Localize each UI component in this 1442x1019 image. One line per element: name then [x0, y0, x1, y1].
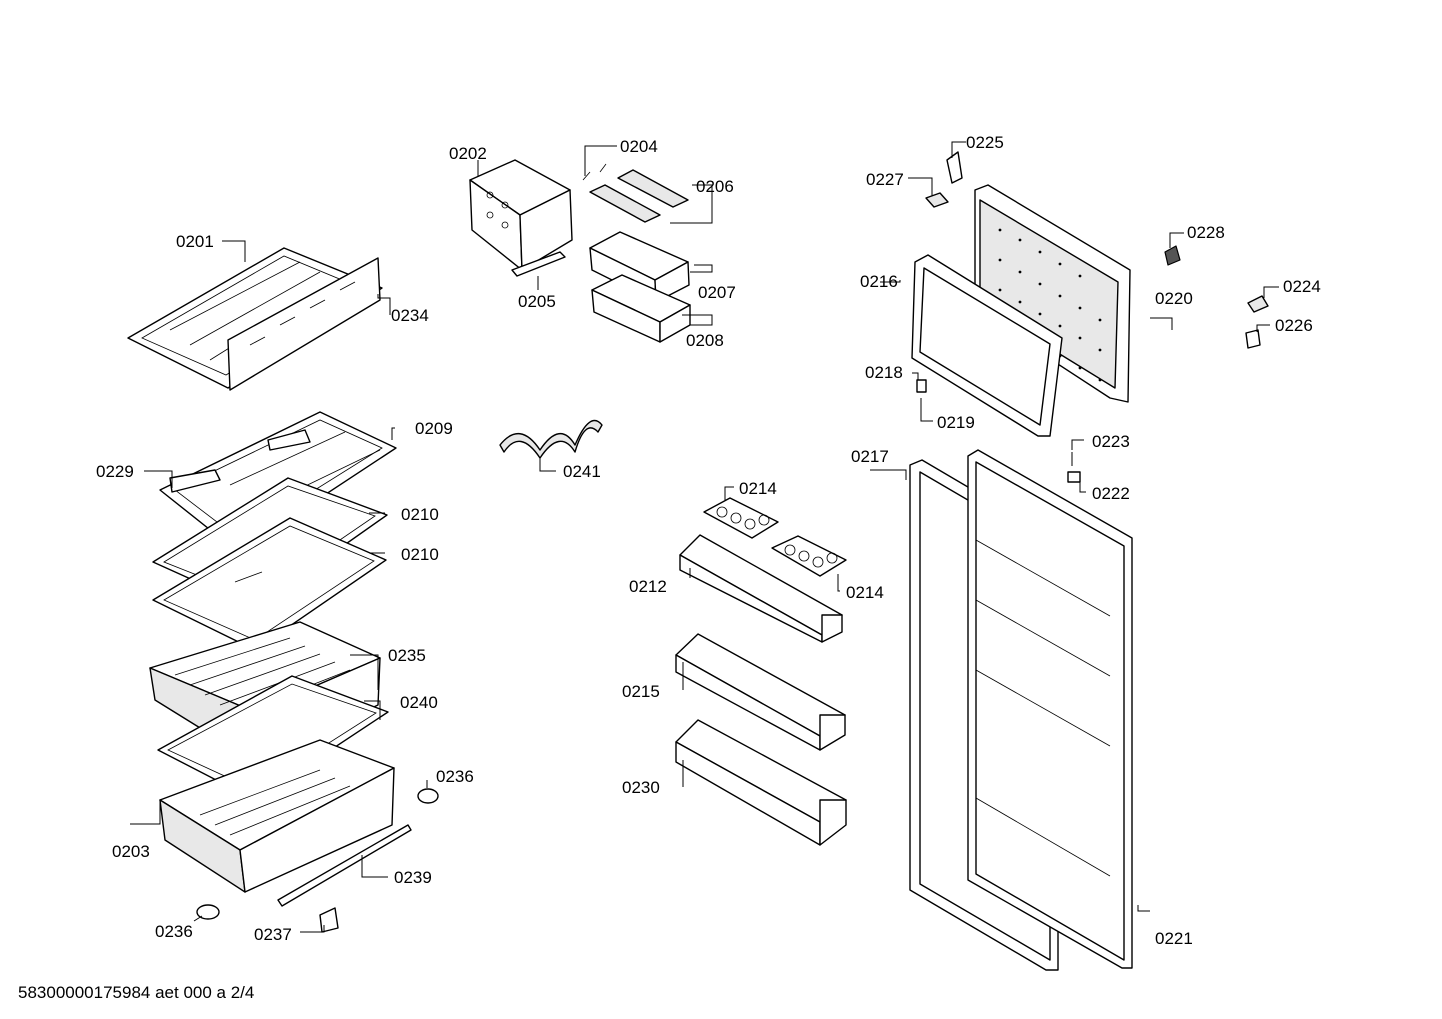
label-0206: 0206: [696, 177, 734, 196]
part-0222-block: [1067, 471, 1081, 483]
label-0237: 0237: [254, 925, 292, 944]
part-0214-egg-tray-lower: [771, 535, 847, 577]
label-0234: 0234: [391, 306, 429, 325]
label-0223: 0223: [1092, 432, 1130, 451]
part-0212-door-bin: [679, 534, 843, 643]
label-0210-upper: 0210: [401, 505, 439, 524]
label-0205: 0205: [518, 292, 556, 311]
label-0216: 0216: [860, 272, 898, 291]
part-0210-glass-shelf-lower: [152, 517, 387, 651]
label-0239: 0239: [394, 868, 432, 887]
part-0236-cap-upper: [417, 788, 439, 804]
part-0221-fridge-door: [967, 449, 1133, 969]
part-0206-ice-trays: [589, 169, 689, 223]
label-0207: 0207: [698, 283, 736, 302]
label-0229: 0229: [96, 462, 134, 481]
label-0227: 0227: [866, 170, 904, 189]
part-0218-bushing: [916, 379, 927, 393]
part-0239-strip: [277, 824, 412, 907]
freezer-door-dots: [998, 228, 1102, 382]
leader-lines: [130, 141, 1279, 933]
label-0215: 0215: [622, 682, 660, 701]
part-0226-cap: [1245, 329, 1261, 349]
part-0208-tray: [591, 274, 691, 343]
label-0212: 0212: [629, 577, 667, 596]
label-0217: 0217: [851, 447, 889, 466]
label-0235: 0235: [388, 646, 426, 665]
part-0224-cap: [1247, 295, 1269, 313]
label-0225: 0225: [966, 133, 1004, 152]
part-0201-shelf: [127, 247, 383, 391]
label-0226: 0226: [1275, 316, 1313, 335]
part-0241-bottle-rack: [499, 419, 603, 459]
part-0214-egg-tray-upper: [703, 497, 779, 539]
label-0218: 0218: [865, 363, 903, 382]
part-0237-clip: [319, 907, 339, 933]
label-0230: 0230: [622, 778, 660, 797]
part-0230-door-bin: [675, 719, 847, 846]
label-0203: 0203: [112, 842, 150, 861]
label-0222: 0222: [1092, 484, 1130, 503]
label-0241: 0241: [563, 462, 601, 481]
part-0202-ice-cage: [469, 159, 573, 271]
label-0224: 0224: [1283, 277, 1321, 296]
part-0236-cap-lower: [196, 904, 220, 920]
label-0240: 0240: [400, 693, 438, 712]
label-0219: 0219: [937, 413, 975, 432]
part-0220-freezer-door: [974, 184, 1131, 403]
part-0227-cap: [925, 192, 949, 208]
label-0214-upper: 0214: [739, 479, 777, 498]
part-0203-crisper-drawer: [159, 739, 395, 893]
label-0201: 0201: [176, 232, 214, 251]
part-0215-door-bin: [675, 633, 846, 751]
label-0236-lower: 0236: [155, 922, 193, 941]
label-0214-lower: 0214: [846, 583, 884, 602]
label-0202: 0202: [449, 144, 487, 163]
label-0210-lower: 0210: [401, 545, 439, 564]
part-0225-hinge: [946, 151, 963, 184]
part-0228-hinge-block: [1164, 245, 1181, 266]
drawing-code: 58300000175984 aet 000 a 2/4: [18, 983, 254, 1002]
label-0209: 0209: [415, 419, 453, 438]
part-0205-plate: [511, 251, 566, 277]
label-0204: 0204: [620, 137, 658, 156]
part-0216-freezer-gasket: [911, 254, 1063, 437]
part-0204-springs: [582, 163, 607, 181]
label-0228: 0228: [1187, 223, 1225, 242]
label-0208: 0208: [686, 331, 724, 350]
label-0236-upper: 0236: [436, 767, 474, 786]
label-0220: 0220: [1155, 289, 1193, 308]
label-0221: 0221: [1155, 929, 1193, 948]
